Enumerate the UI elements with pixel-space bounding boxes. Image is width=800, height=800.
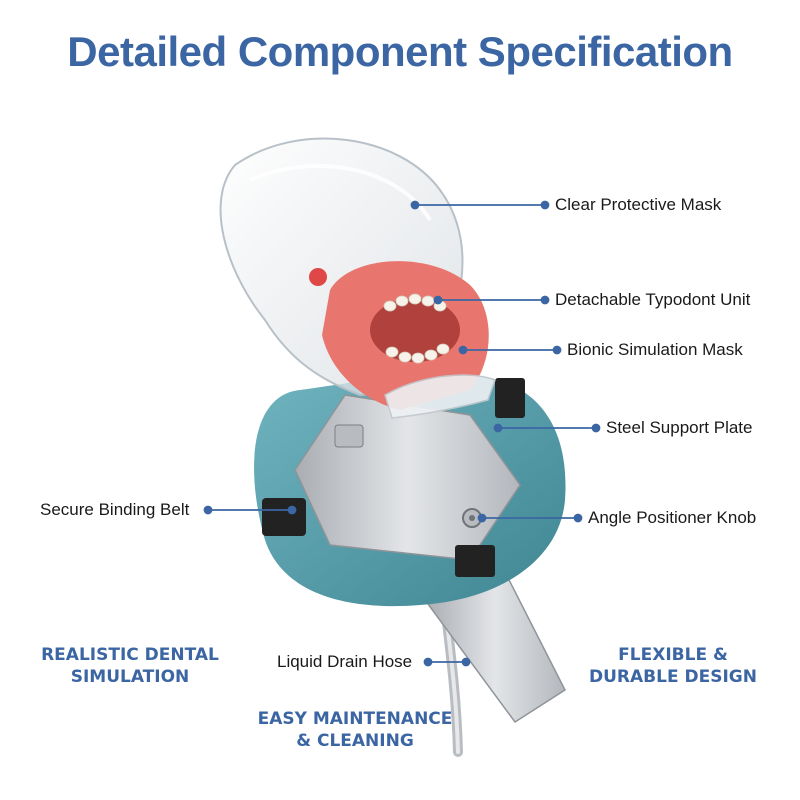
feature-easy-maintenance-cleaning: EASY MAINTENANCE & CLEANING [250,708,460,752]
feature-line: EASY MAINTENANCE [257,709,453,729]
callout-steel-support-plate: Steel Support Plate [606,418,753,437]
feature-line: & CLEANING [296,731,414,751]
feature-realistic-dental-simulation: REALISTIC DENTAL SIMULATION [30,644,230,688]
feature-line: FLEXIBLE & [618,645,728,665]
callout-detachable-typodont-unit: Detachable Typodont Unit [555,290,751,309]
callout-angle-positioner-knob: Angle Positioner Knob [588,508,757,527]
callout-secure-binding-belt: Secure Binding Belt [40,500,190,519]
binding-belt-right [495,378,525,418]
mouth-opening [370,298,460,362]
callout-bionic-simulation-mask: Bionic Simulation Mask [567,340,743,359]
page-title: Detailed Component Specification [67,28,733,75]
binding-belt-left [262,498,306,536]
feature-flexible-durable-design: FLEXIBLE & DURABLE DESIGN [568,644,778,688]
binding-belt-lower [455,545,495,577]
feature-line: REALISTIC DENTAL [41,645,219,665]
callout-clear-protective-mask: Clear Protective Mask [555,195,722,214]
feature-line: SIMULATION [70,667,190,687]
callout-liquid-drain-hose: Liquid Drain Hose [277,652,413,671]
feature-line: DURABLE DESIGN [589,667,757,687]
